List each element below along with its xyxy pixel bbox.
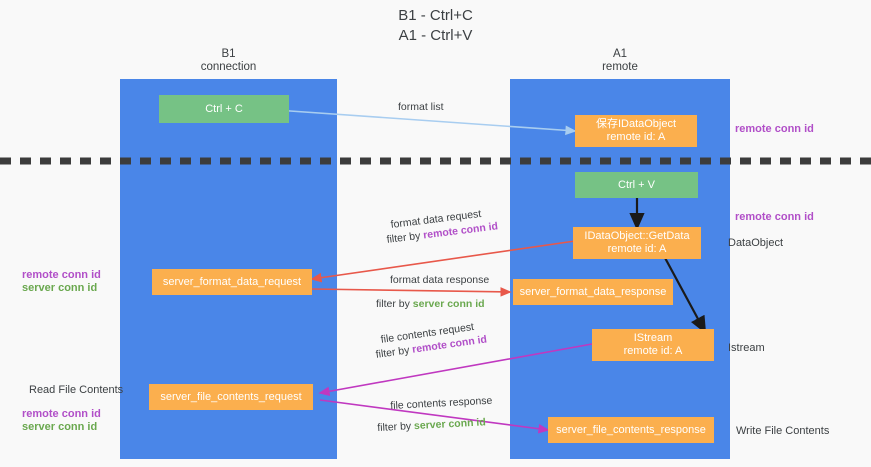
edge-label-format-data-response-filter: filter by server conn id <box>376 298 485 311</box>
lane-header-a1-title: A1 <box>612 48 628 60</box>
annotation-read-file-contents: Read File Contents <box>29 384 124 396</box>
node-idataobject-getdata-line2: remote id: A <box>607 243 667 255</box>
lane-header-b1-subtitle: connection <box>200 61 257 73</box>
node-istream-line2: remote id: A <box>623 345 683 357</box>
node-save-idataobject[interactable]: 保存IDataObject remote id: A <box>575 115 697 147</box>
filter-prefix: filter by <box>377 420 415 434</box>
annotation-remote-conn-id-middle: remote conn id <box>735 211 814 223</box>
node-ctrl-v[interactable]: Ctrl + V <box>575 172 698 198</box>
annotation-write-file-contents: Write File Contents <box>736 425 830 437</box>
filter-prefix: filter by <box>375 343 414 361</box>
diagram-title-line2: A1 - Ctrl+V <box>398 27 473 44</box>
node-server-format-data-request[interactable]: server_format_data_request <box>152 269 312 295</box>
node-save-idataobject-line2: remote id: A <box>606 131 666 143</box>
lane-header-b1-title: B1 <box>221 48 236 60</box>
annotation-dataobject: DataObject <box>728 237 784 249</box>
node-idataobject-getdata[interactable]: IDataObject::GetData remote id: A <box>573 227 701 259</box>
diagram-title: B1 - Ctrl+C A1 - Ctrl+V <box>0 6 871 46</box>
node-server-file-contents-request-label: server_file_contents_request <box>160 390 302 403</box>
edge-label-file-contents-response-filter: filter by server conn id <box>377 416 486 435</box>
node-save-idataobject-line1: 保存IDataObject <box>595 118 677 130</box>
node-istream-line1: IStream <box>633 332 673 344</box>
annotation-istream: Istream <box>728 342 765 354</box>
filter-prefix: filter by <box>376 298 413 310</box>
annotation-server-conn-id-left-1: server conn id <box>22 282 98 294</box>
node-server-file-contents-response-label: server_file_contents_response <box>556 423 706 436</box>
lane-header-b1: B1 connection <box>120 48 337 74</box>
annotation-remote-conn-id-top: remote conn id <box>735 123 814 135</box>
diagram-title-line1: B1 - Ctrl+C <box>398 7 473 24</box>
filter-key-server-conn-id: server conn id <box>413 416 487 433</box>
annotation-remote-conn-id-left-1: remote conn id <box>22 269 101 281</box>
node-idataobject-getdata-line1: IDataObject::GetData <box>584 230 690 242</box>
node-server-file-contents-response[interactable]: server_file_contents_response <box>548 417 714 443</box>
filter-prefix: filter by <box>386 229 424 246</box>
node-istream[interactable]: IStream remote id: A <box>592 329 714 361</box>
edge-label-file-contents-response: file contents response <box>390 394 493 412</box>
edge-format-data-response <box>311 287 512 297</box>
lane-header-a1: A1 remote <box>510 48 730 74</box>
annotation-server-conn-id-left-2: server conn id <box>22 421 98 433</box>
node-server-format-data-response[interactable]: server_format_data_response <box>513 279 673 305</box>
node-ctrl-c[interactable]: Ctrl + C <box>159 95 289 123</box>
filter-key-server-conn-id: server conn id <box>412 298 485 310</box>
node-ctrl-c-label: Ctrl + C <box>205 102 243 115</box>
edge-label-format-list: format list <box>398 101 444 113</box>
edge-label-format-data-response: format data response <box>390 274 490 286</box>
node-server-format-data-response-label: server_format_data_response <box>519 285 667 298</box>
lane-header-a1-subtitle: remote <box>602 61 638 73</box>
annotation-remote-conn-id-left-2: remote conn id <box>22 408 101 420</box>
node-server-file-contents-request[interactable]: server_file_contents_request <box>149 384 313 410</box>
node-server-format-data-request-label: server_format_data_request <box>162 275 302 288</box>
node-ctrl-v-label: Ctrl + V <box>618 178 655 191</box>
